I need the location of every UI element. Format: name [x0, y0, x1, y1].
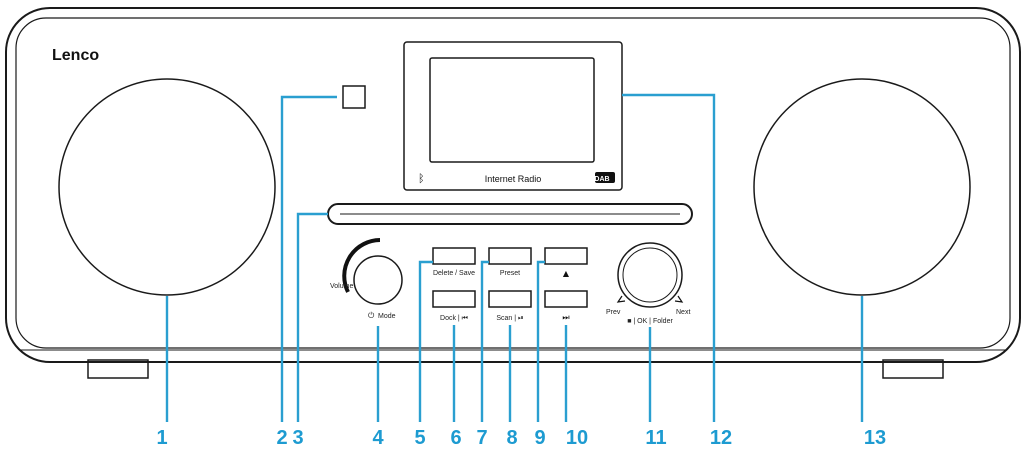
display-frame: [403, 41, 623, 191]
next-track-button: [544, 290, 588, 308]
volume-arc: [342, 238, 381, 293]
callout-9: 9: [534, 427, 545, 449]
brand-logo: Lenco: [52, 47, 99, 64]
dock-prev-button: [432, 290, 476, 308]
callout-line-7: [480, 260, 489, 422]
ir-sensor: [342, 85, 366, 109]
delete-save-button: [432, 247, 476, 265]
stop-ok-label: ■ | OK | Folder: [627, 318, 673, 325]
prev-arrow: [616, 295, 626, 303]
callout-line-3: [296, 212, 328, 422]
callout-10: 10: [566, 427, 588, 449]
dock-prev-label: Dock | ⏮: [440, 315, 468, 322]
cabinet-inner: [15, 17, 1011, 349]
volume-label: Volume: [330, 283, 353, 290]
callout-4: 4: [372, 427, 384, 449]
bluetooth-icon: ᛒ: [418, 172, 425, 185]
callout-line-5: [418, 260, 433, 422]
prev-label: Prev: [606, 309, 621, 316]
callout-6: 6: [450, 427, 461, 449]
scan-play-button: [488, 290, 532, 308]
eject-button: [544, 247, 588, 265]
dab-badge: [595, 172, 615, 183]
delete-save-label: Delete / Save: [433, 270, 475, 277]
cabinet-outer: [5, 7, 1021, 363]
next-track-icon: ⏭: [562, 313, 569, 322]
callout-7: 7: [476, 427, 487, 449]
callout-line-2: [280, 95, 337, 422]
preset-label: Preset: [500, 270, 520, 277]
scan-play-label: Scan | ⏯: [496, 315, 523, 322]
navigation-knob: [617, 242, 683, 308]
left-foot: [87, 359, 149, 379]
power-icon: ⏻: [368, 311, 375, 320]
callout-line-9: [536, 260, 545, 422]
right-speaker: [753, 78, 971, 296]
display-label: Internet Radio: [485, 174, 542, 184]
next-arrow: [674, 295, 684, 303]
next-label: Next: [676, 309, 690, 316]
callout-5: 5: [414, 427, 425, 449]
callout-3: 3: [292, 427, 303, 449]
callout-2: 2: [276, 427, 287, 449]
dab-badge-text: DAB: [594, 176, 609, 183]
display-screen: [429, 57, 595, 163]
volume-knob: [353, 255, 403, 305]
navigation-knob-inner: [622, 247, 678, 303]
callout-8: 8: [506, 427, 517, 449]
right-foot: [882, 359, 944, 379]
callout-1: 1: [156, 427, 167, 449]
eject-icon: ▲: [563, 269, 570, 278]
callout-11: 11: [645, 427, 666, 449]
mode-label: Mode: [378, 313, 396, 320]
preset-button: [488, 247, 532, 265]
left-speaker: [58, 78, 276, 296]
callout-12: 12: [710, 427, 732, 449]
callout-line-12: [622, 93, 716, 422]
callout-13: 13: [864, 427, 886, 449]
